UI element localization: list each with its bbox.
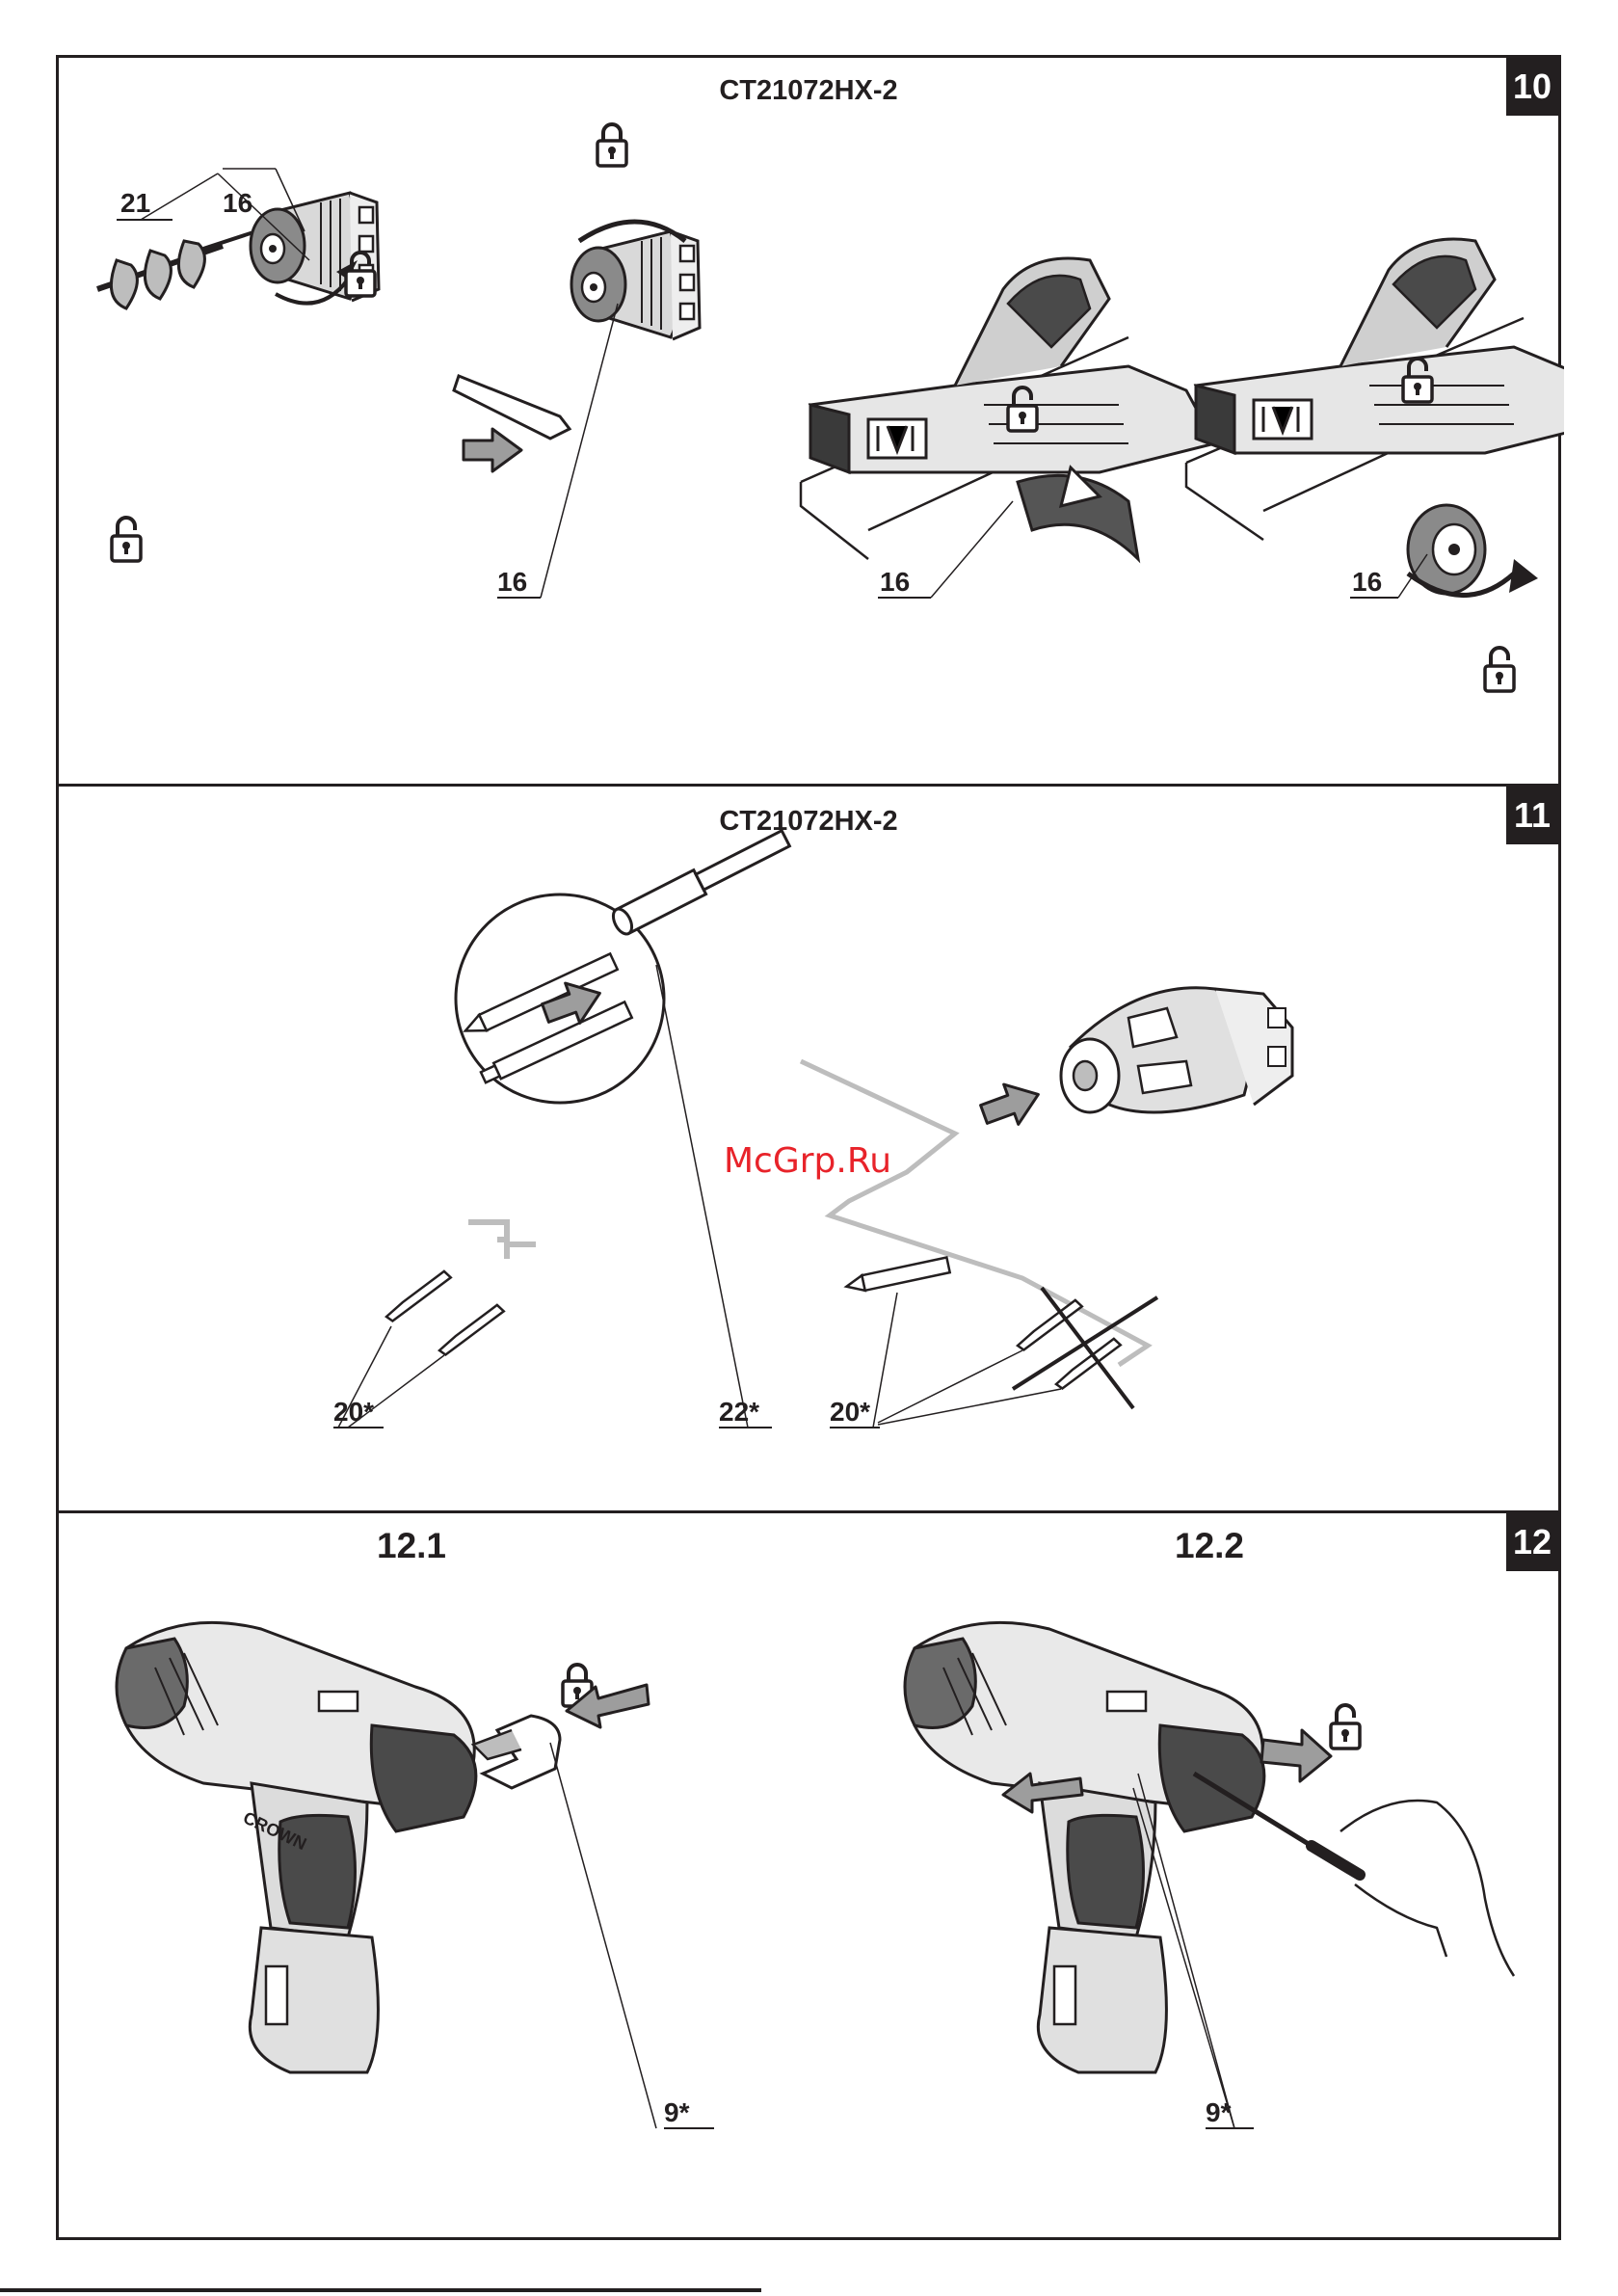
callout-20-star: 20* [333,1397,374,1427]
drill-head-4 [1196,239,1564,453]
drill-12-2 [905,1622,1264,2072]
belt-clip [473,1716,560,1788]
bit-holder [610,826,792,937]
lock-open-icon [1331,1705,1360,1749]
lock-open-icon [112,518,141,561]
watermark: McGrp.Ru [724,1141,891,1181]
callout-16: 16 [880,567,910,597]
callout-9-star: 9* [1206,2097,1232,2127]
callout-16: 16 [1352,567,1382,597]
callout-9-star: 9* [664,2097,690,2127]
lock-open-icon [1485,648,1514,691]
push-arrow-icon [464,429,521,471]
drill-head-3 [810,258,1215,472]
crossed-out-short-bits [1010,1288,1157,1408]
footer-rule [0,2288,761,2292]
figure-11-illustration: 20* 22* 20* McGrp.Ru [59,787,1564,1516]
callout-21: 21 [120,188,150,218]
hex-key [454,376,570,439]
callout-22-star: 22* [719,1397,759,1427]
chuck-assembly-2 [571,231,700,339]
bit-phillips-long [845,1257,950,1294]
bit-phillips [379,1270,458,1322]
screwdriver-hand [1194,1774,1514,1976]
figure-10: 10 CT21072HX-2 [56,55,1561,787]
figure-12: 12 12.1 12.2 [56,1510,1561,2240]
figure-11: 11 CT21072HX-2 [56,784,1561,1513]
callout-16: 16 [497,567,527,597]
bit-flat [432,1304,511,1356]
lock-closed-icon [597,124,626,166]
push-arrow-icon [976,1075,1045,1135]
callout-16: 16 [223,188,252,218]
figure-10-illustration: 21 16 16 16 16 [59,58,1564,789]
callout-20-star: 20* [830,1397,870,1427]
push-arrow-icon [1261,1730,1331,1781]
keyless-chuck [1061,988,1292,1112]
auger-bit [97,231,256,308]
figure-12-illustration: CROWN 9* 9* [59,1513,1564,2243]
